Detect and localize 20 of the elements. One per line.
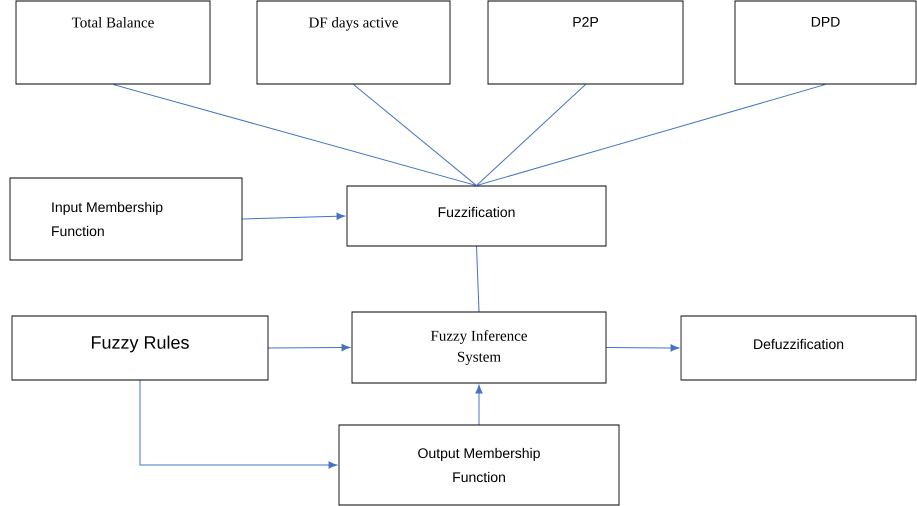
input-box: DF days active <box>256 0 450 84</box>
process-box: Fuzzification <box>346 186 606 246</box>
connector <box>268 344 350 352</box>
process-box: Fuzzy Rules <box>12 316 268 380</box>
process-box: Input Membership Function <box>10 178 242 260</box>
connector <box>112 84 477 186</box>
input-box: P2P <box>488 0 684 84</box>
process-box: Defuzzification <box>680 316 916 380</box>
connector <box>476 84 586 186</box>
input-box: DPD <box>734 0 916 84</box>
connector <box>475 384 483 426</box>
connector <box>353 84 477 186</box>
connector <box>476 84 826 186</box>
process-box: Output Membership Function <box>338 424 620 506</box>
connector <box>606 344 680 352</box>
input-box: Total Balance <box>16 0 210 84</box>
connector <box>476 246 480 312</box>
process-box: Fuzzy Inference System <box>352 312 606 384</box>
connector <box>140 380 338 469</box>
connector <box>242 212 346 220</box>
